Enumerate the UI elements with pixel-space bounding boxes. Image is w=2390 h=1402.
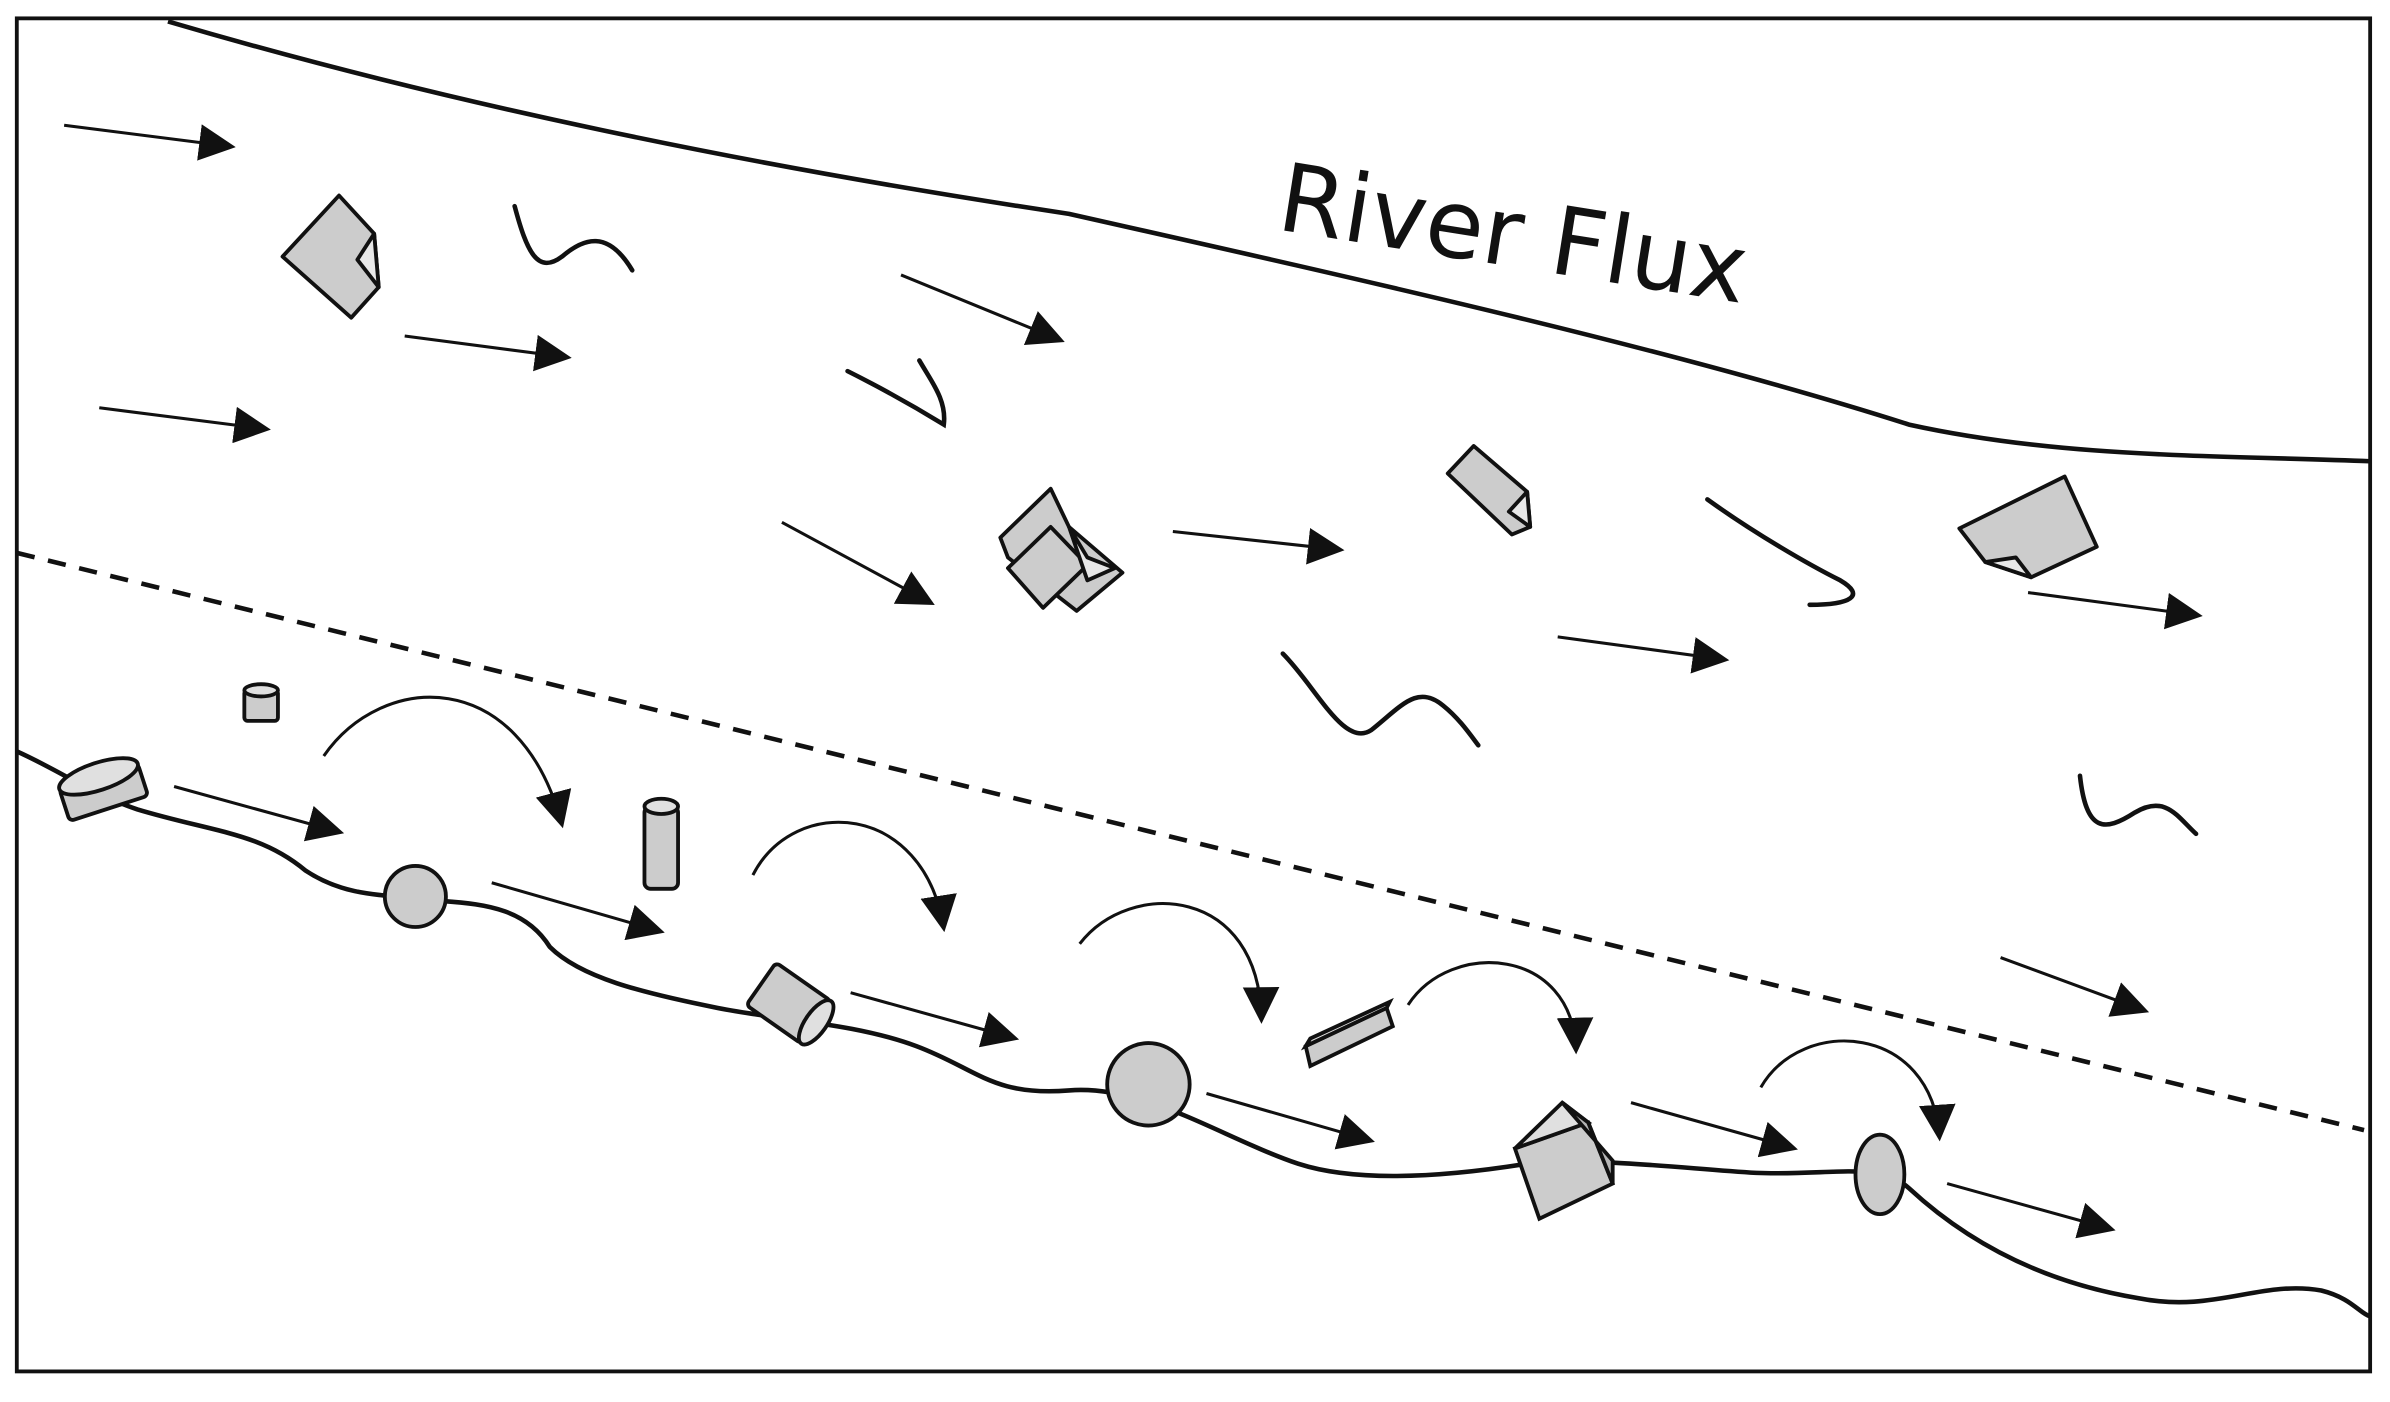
upper-river-bank [167,19,2371,464]
suspension-layer-boundary [16,550,2365,1133]
bedload-arrow [1946,1182,2116,1239]
saltation-arrow [1078,902,1280,1024]
film-fragment-icon [1445,444,1533,537]
small-cylinder-icon [242,682,280,723]
flow-arrow [1557,635,1730,674]
bedload-arrow [1630,1101,1798,1158]
flow-arrow [2000,956,2150,1017]
ellipsoid-pellet-icon [1853,1132,1907,1217]
lower-river-bed [15,749,2372,1319]
sphere-pellet-icon [1105,1041,1192,1128]
flow-arrow [404,334,572,372]
saltation-arrow [1759,1039,1956,1142]
fiber-icon [512,203,635,273]
film-fragment-icon [1957,474,2099,580]
crumpled-film-icon [998,486,1125,613]
saltation-arrows [322,695,1956,1142]
rod-pellet-icon [642,796,680,891]
bedload-arrow [1206,1092,1375,1150]
fiber-icon [2077,773,2199,837]
flat-bar-icon [1300,997,1396,1069]
flow-arrow [63,123,236,161]
flow-arrow [99,406,271,444]
saltation-arrow [1406,961,1594,1055]
microfibers [512,203,2199,837]
bed-particles [57,682,1907,1222]
fiber-icon [1705,497,1856,608]
bedload-arrow [173,785,345,842]
cube-pellet-icon [1512,1100,1616,1222]
flow-arrow [900,273,1065,346]
suspended-fragments [280,193,2099,613]
bedload-arrow [491,881,665,941]
figure-frame [14,16,2373,1374]
flow-arrows [63,123,2203,1239]
cylinder-pellet-icon [746,962,836,1047]
bedload-arrow [850,991,1020,1048]
flow-arrow [2027,591,2203,630]
sphere-pellet-icon [382,864,448,929]
flow-arrow [781,520,935,606]
film-fragment-icon [280,193,381,320]
saltation-arrow [751,820,957,933]
saltation-arrow [322,695,572,829]
fiber-icon [1280,651,1481,748]
disc-pellet-icon [57,756,149,822]
flow-arrow [1172,528,1345,565]
fiber-icon [845,358,947,429]
